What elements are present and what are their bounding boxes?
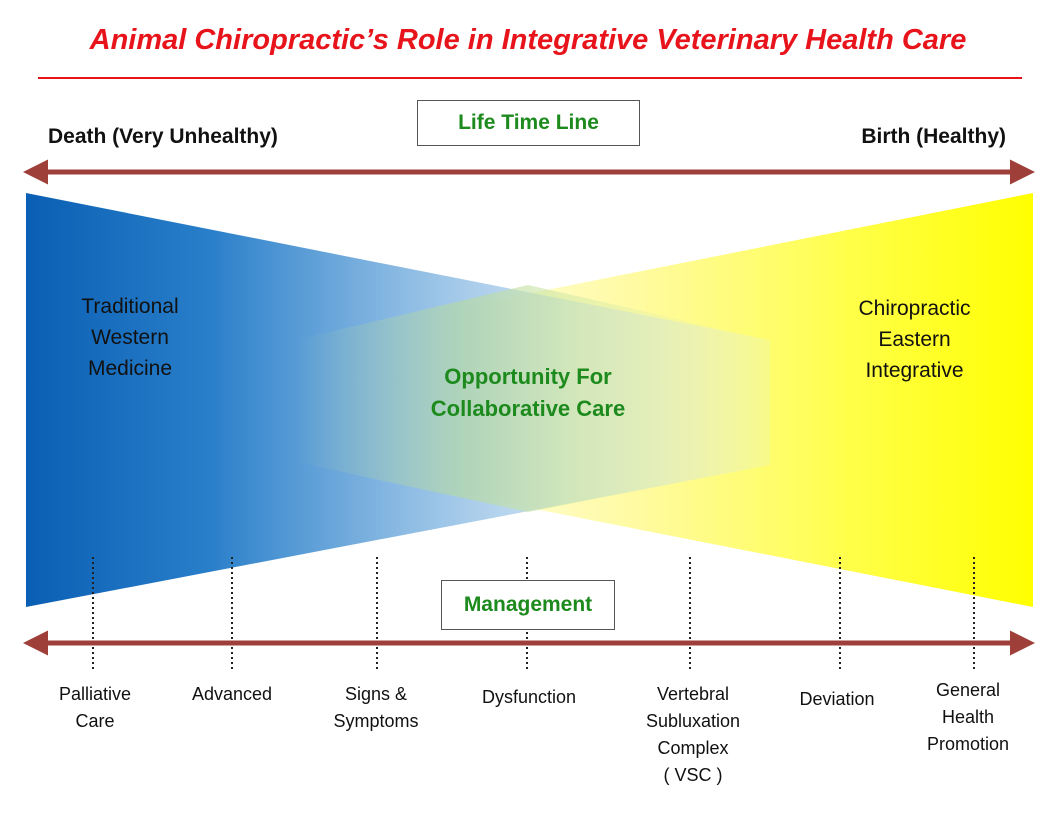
title-underline [38,77,1022,79]
diagram-title: Animal Chiropractic’s Role in Integrativ… [89,24,967,56]
stage-line: Symptoms [333,711,419,731]
stage-line: Complex [657,738,729,758]
stage-dysfunction: Dysfunction [454,684,604,711]
collab-line: Opportunity For [444,364,612,389]
western-medicine-label: Traditional Western Medicine [50,291,210,384]
stage-signs-symptoms: Signs & Symptoms [301,681,451,735]
eastern-line: Chiropractic [858,297,971,320]
stage-line: Advanced [191,684,273,704]
stage-line: Care [75,711,115,731]
stage-line: Signs & [344,684,408,704]
collab-line: Collaborative Care [430,396,626,421]
stage-line: ( VSC ) [663,765,723,785]
collaboration-zone [296,285,770,512]
stage-line: Subluxation [645,711,741,731]
eastern-line: Integrative [865,359,964,382]
death-end-label: Death (Very Unhealthy) [48,125,278,148]
stage-line: Vertebral [656,684,730,704]
stage-vsc: Vertebral Subluxation Complex ( VSC ) [618,681,768,789]
collaborative-care-label: Opportunity For Collaborative Care [368,361,688,425]
lifetime-line-label: Life Time Line [417,100,640,146]
stage-line: Dysfunction [481,687,577,707]
eastern-integrative-label: Chiropractic Eastern Integrative [822,293,1007,386]
western-line: Traditional [81,295,179,318]
stage-general-health-promotion: General Health Promotion [893,677,1043,758]
stage-line: Promotion [926,734,1010,754]
birth-end-label: Birth (Healthy) [861,125,1006,148]
western-line: Medicine [87,357,173,380]
stage-advanced: Advanced [157,681,307,708]
stage-palliative-care: Palliative Care [20,681,170,735]
stage-line: General [935,680,1001,700]
management-label: Management [441,580,615,630]
eastern-line: Eastern [878,328,951,351]
stage-line: Health [941,707,995,727]
stage-deviation: Deviation [762,686,912,713]
stage-line: Palliative [58,684,132,704]
stage-line: Deviation [799,689,875,709]
western-line: Western [91,326,169,349]
